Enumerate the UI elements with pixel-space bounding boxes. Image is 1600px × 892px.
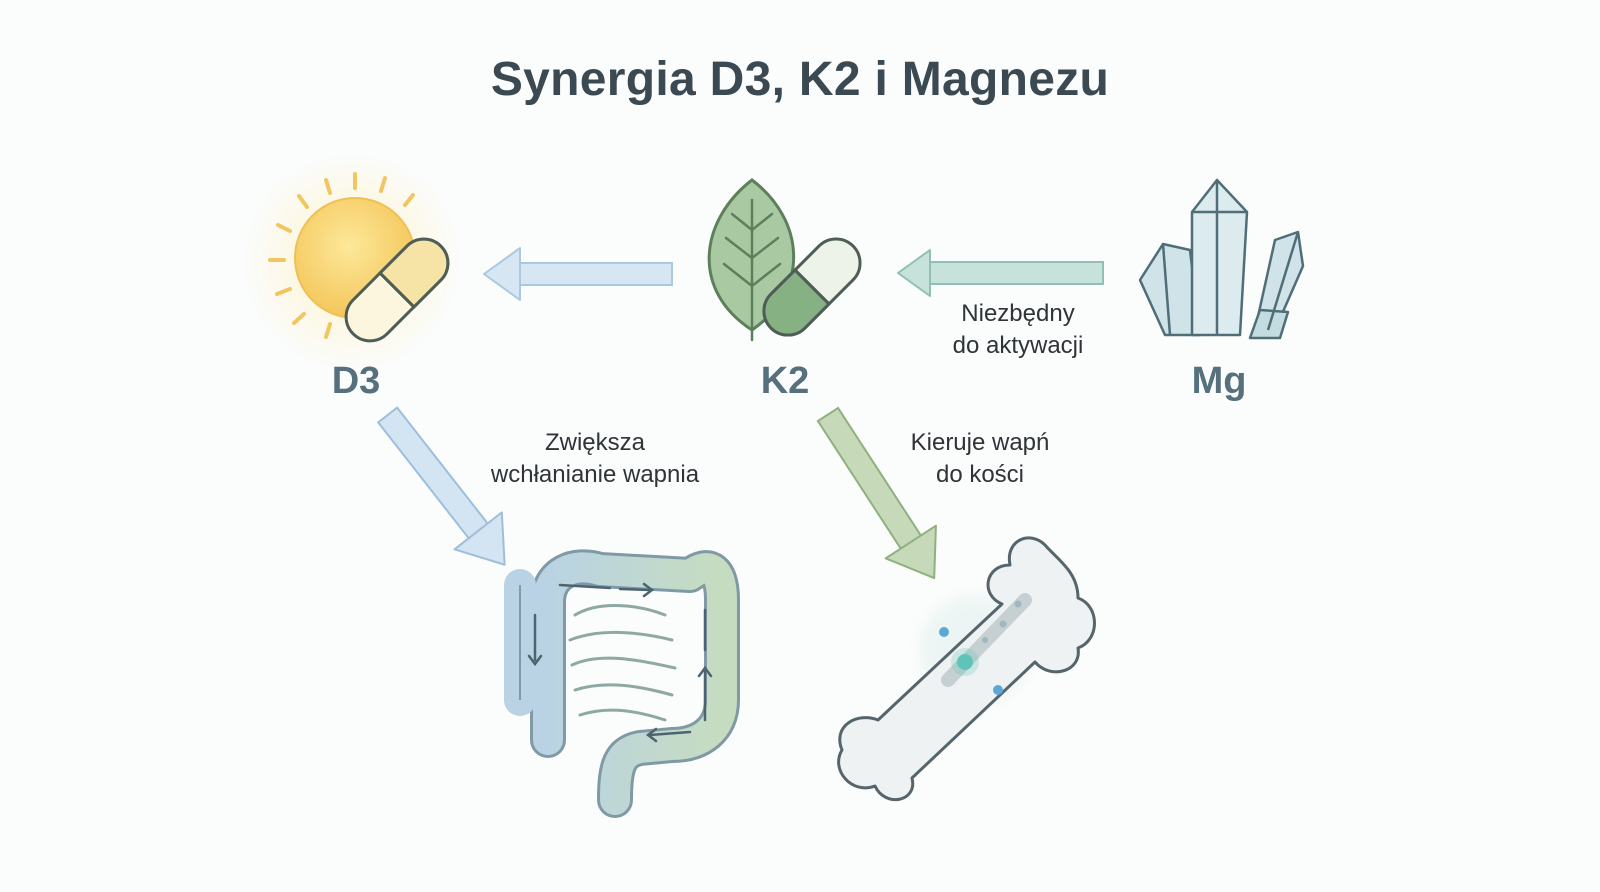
annotation-k2-to-bone: Kieruje wapń do kości [880,427,1080,491]
small-intestine [568,604,677,722]
sun-rays [268,172,415,339]
arrow-k2-to-bone [816,406,937,580]
annotation-mg-to-k2: Niezbędny do aktywacji [928,298,1108,362]
arrow-k2-to-d3 [483,247,673,301]
arrow-d3-to-gut [376,406,506,566]
annotation-line: do kości [935,461,1025,488]
annotation-line: Zwiększa [544,429,646,456]
k2-icon [707,178,862,342]
annotation-line: wchłanianie wapnia [490,461,700,488]
node-label-k2: K2 [760,360,810,402]
calcium-sparkles [939,600,1022,695]
annotation-line: Niezbędny [961,300,1075,327]
node-label-d3: D3 [331,360,381,402]
d3-capsule [344,237,450,343]
k2-capsule [762,237,862,337]
intestine-icon [504,549,740,818]
annotation-d3-to-gut: Zwiększa wchłanianie wapnia [470,427,720,491]
diagram-title: Synergia D3, K2 i Magnezu [490,53,1110,106]
bone-icon [837,536,1096,802]
node-label-mg: Mg [1191,360,1247,402]
arrow-mg-to-k2 [897,249,1104,297]
mg-icon [1138,178,1305,340]
annotation-line: do aktywacji [952,332,1084,359]
annotation-line: Kieruje wapń [910,429,1050,456]
d3-icon [242,152,462,372]
